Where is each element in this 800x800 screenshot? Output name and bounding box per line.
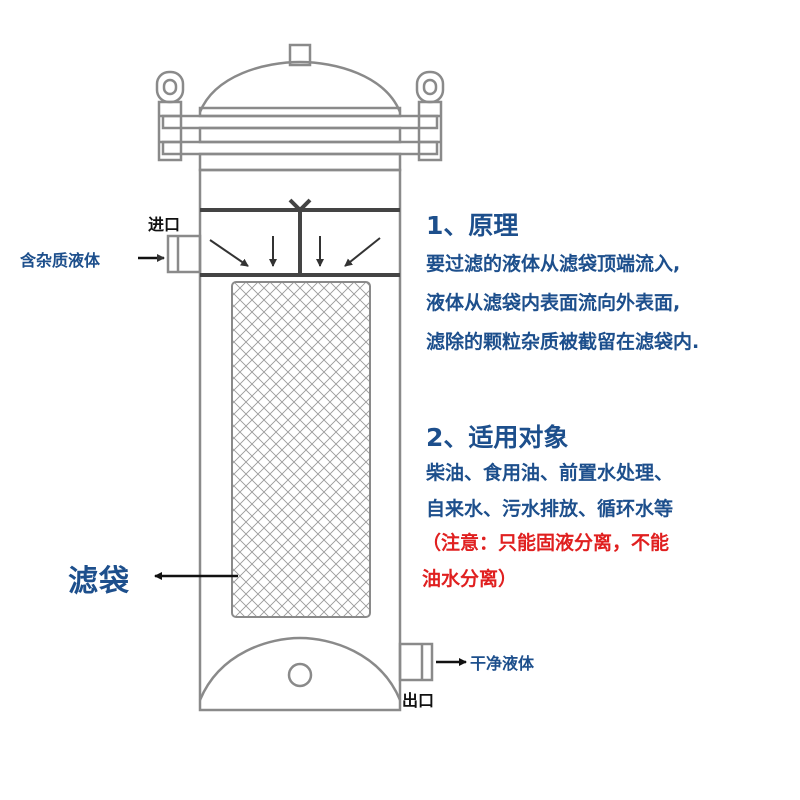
vessel-body <box>198 168 402 712</box>
dome-lid <box>198 60 402 113</box>
lid-flange <box>161 114 439 130</box>
inlet-nozzle <box>166 234 202 274</box>
note-line: （注意：只能固液分离，不能 <box>422 532 670 554</box>
right-eyebolt <box>415 70 445 162</box>
lid-knob <box>288 43 312 67</box>
principle-line: 液体从滤袋内表面流向外表面, <box>426 292 681 314</box>
left-eyebolt <box>155 70 185 162</box>
filter-bag <box>231 281 371 618</box>
applications-heading: 2、适用对象 <box>426 423 569 452</box>
bottom-dish <box>198 636 402 701</box>
principle-line: 要过滤的液体从滤袋顶端流入, <box>426 253 681 275</box>
flow-arrows <box>209 236 381 267</box>
applications-line: 自来水、污水排放、循环水等 <box>426 498 674 520</box>
note-line: 油水分离） <box>422 568 518 590</box>
principle-line: 滤除的颗粒杂质被截留在滤袋内. <box>426 331 700 353</box>
drain-port <box>287 662 313 688</box>
outlet-port-label: 出口 <box>402 691 435 710</box>
outlet-liquid-label: 干净液体 <box>470 654 535 673</box>
inlet-liquid-label: 含杂质液体 <box>20 251 101 270</box>
filter-bag-label: 滤袋 <box>68 564 130 599</box>
applications-line: 柴油、食用油、前置水处理、 <box>426 462 674 484</box>
principle-heading: 1、原理 <box>426 211 519 240</box>
outlet-nozzle <box>398 642 434 682</box>
inlet-port-label: 进口 <box>148 215 181 234</box>
